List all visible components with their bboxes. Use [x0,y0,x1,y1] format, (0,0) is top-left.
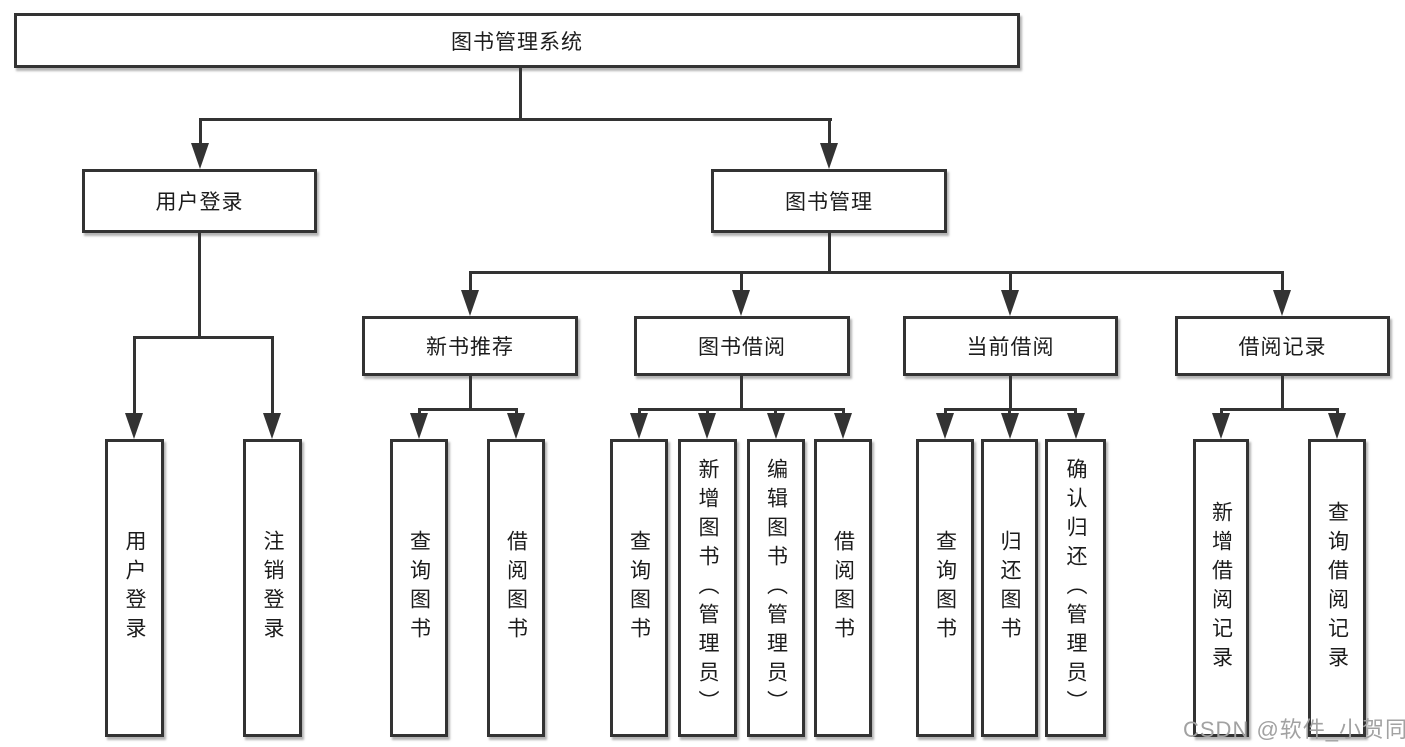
arrow-down-icon [1328,413,1346,439]
node-book-borrowing: 图书借阅 [634,316,850,376]
leaf-query-books-recommend: 查询图书 [390,439,448,737]
arrow-down-icon [1067,413,1085,439]
arrow-down-icon [834,413,852,439]
csdn-watermark: CSDN @软件_小贺同学 [1183,717,1405,742]
connector-new-book-stem [469,376,472,408]
connector-user-login-stem [198,233,201,336]
arrow-down-icon [630,413,648,439]
arrow-down-icon [698,413,716,439]
leaf-borrow-books-recommend: 借阅图书 [487,439,545,737]
arrow-down-icon [767,413,785,439]
connector-current-borrow-stem [1009,376,1012,408]
connector-branch [199,118,202,145]
node-user-login: 用户登录 [82,169,317,233]
connector-branch [828,118,831,145]
connector-branch [740,271,743,292]
connector-book-mgmt-bus [469,271,1284,274]
connector-new-book-bus [418,408,518,411]
connector-root-stem [519,68,522,118]
arrow-down-icon [820,143,838,169]
arrow-down-icon [410,413,428,439]
connector-root-bus [199,118,832,121]
connector-user-login-bus [133,336,274,339]
leaf-user-login: 用户登录 [105,439,164,737]
leaf-return-books: 归还图书 [981,439,1038,737]
node-new-book-recommendation: 新书推荐 [362,316,578,376]
node-root-system: 图书管理系统 [14,13,1020,68]
connector-branch [469,271,472,292]
leaf-borrow-books-borrowing: 借阅图书 [814,439,872,737]
leaf-query-books-borrowing: 查询图书 [610,439,668,737]
arrow-down-icon [936,413,954,439]
arrow-down-icon [263,413,281,439]
connector-branch [1009,271,1012,292]
connector-book-borrow-bus [638,408,845,411]
arrow-down-icon [125,413,143,439]
connector-borrow-records-stem [1281,376,1284,408]
leaf-query-books-current: 查询图书 [916,439,974,737]
node-borrowing-records: 借阅记录 [1175,316,1390,376]
leaf-query-borrow-record: 查询借阅记录 [1308,439,1366,737]
node-book-management: 图书管理 [711,169,947,233]
node-current-borrowing: 当前借阅 [903,316,1118,376]
leaf-edit-books-admin: 编辑图书（管理员） [747,439,805,737]
connector-borrow-records-bus [1220,408,1338,411]
connector-book-borrow-stem [740,376,743,408]
arrow-down-icon [732,290,750,316]
arrow-down-icon [191,143,209,169]
arrow-down-icon [461,290,479,316]
leaf-add-borrow-record: 新增借阅记录 [1193,439,1249,737]
leaf-logout: 注销登录 [243,439,302,737]
connector-branch [133,336,136,415]
arrow-down-icon [1212,413,1230,439]
arrow-down-icon [1001,290,1019,316]
leaf-confirm-return-admin: 确认归还（管理员） [1045,439,1106,737]
arrow-down-icon [1273,290,1291,316]
arrow-down-icon [1001,413,1019,439]
connector-branch [1281,271,1284,292]
connector-branch [271,336,274,415]
connector-book-mgmt-stem [828,233,831,271]
arrow-down-icon [507,413,525,439]
leaf-add-books-admin: 新增图书（管理员） [678,439,737,737]
